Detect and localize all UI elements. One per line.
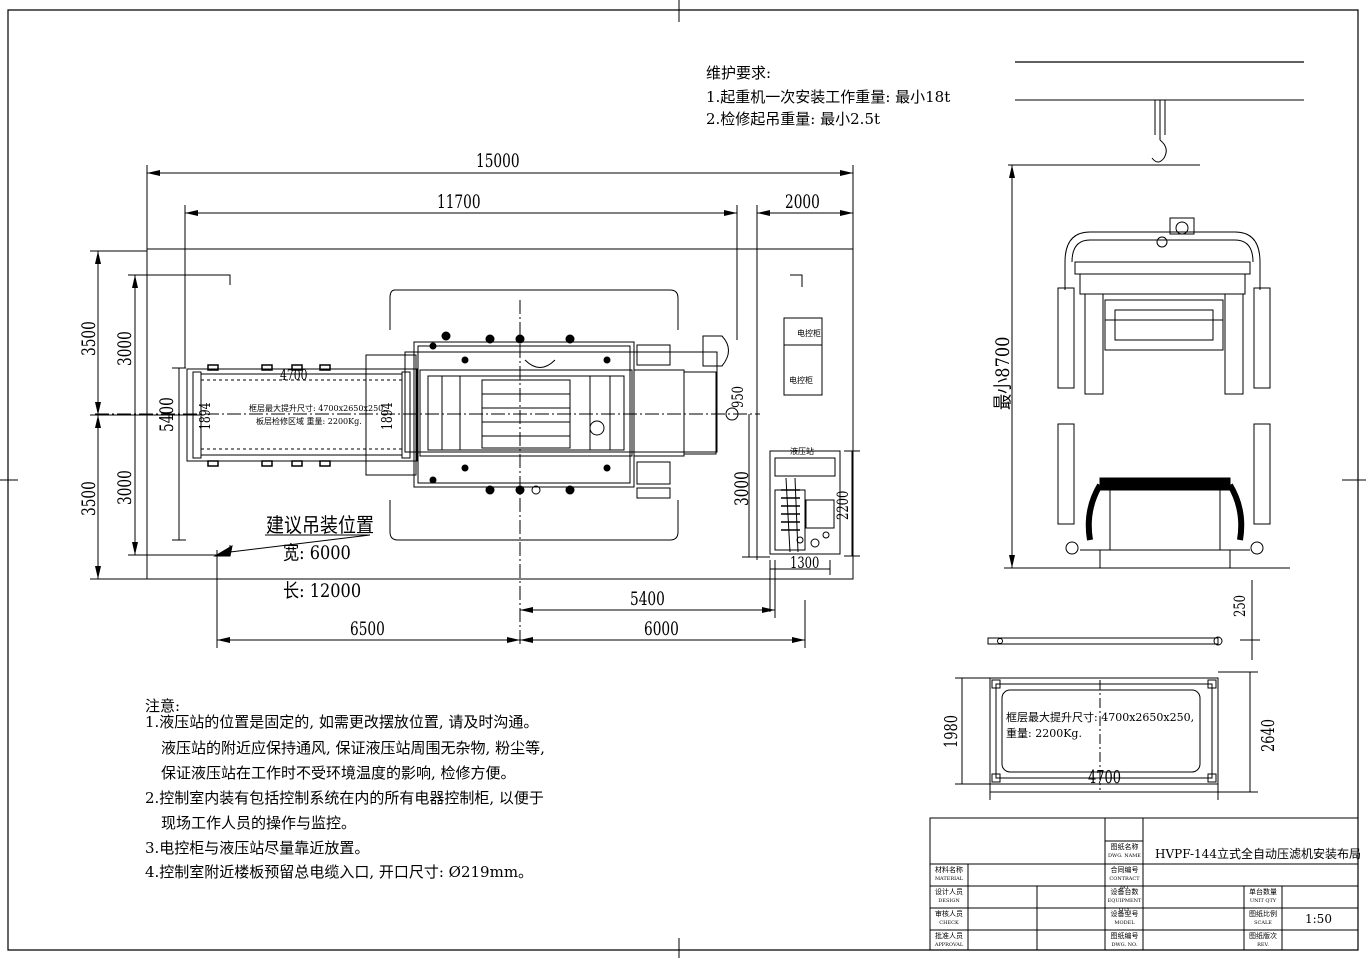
control-room-label: 电控柜 (789, 376, 813, 385)
maintenance-item-1: 1.起重机一次安装工作重量: 最小18t (706, 88, 951, 106)
notes-heading: 注意: (145, 697, 181, 715)
note-line-7: 4.控制室附近楼板预留总电缆入口, 开口尺寸: Ø219mm。 (145, 863, 534, 881)
dim-2000: 2000 (785, 191, 820, 213)
frame-detail (955, 672, 1258, 800)
dim-15000: 15000 (476, 150, 520, 172)
dim-3500-b: 3500 (78, 481, 100, 516)
side-elevation (988, 62, 1304, 660)
maintenance-heading: 维护要求: (706, 64, 772, 82)
plan-frame-area-label: 板层检修区域 重量: 2200Kg. (256, 417, 362, 426)
lifting-width: 宽: 6000 (283, 542, 351, 564)
frame-detail-line-2: 重量: 2200Kg. (1006, 727, 1082, 740)
dim-5400-h: 5400 (630, 588, 665, 610)
tb-scale-value: 1:50 (1305, 912, 1332, 926)
note-line-2: 液压站的附近应保持通风, 保证液压站周围无杂物, 粉尘等, (161, 739, 545, 757)
dim-6000: 6000 (644, 618, 679, 640)
control-cabinet-label: 电控柜 (797, 329, 821, 338)
dim-6500: 6500 (350, 618, 385, 640)
dim-3000-b: 3000 (114, 470, 136, 505)
note-line-6: 3.电控柜与液压站尽量靠近放置。 (145, 839, 370, 857)
lifting-title: 建议吊装位置 (266, 513, 374, 537)
dim-min-8700: 最小8700 (992, 336, 1014, 410)
maintenance-item-2: 2.检修起吊重量: 最小2.5t (706, 110, 881, 128)
dim-5400-v: 5400 (156, 397, 178, 432)
dim-4700-b: 4700 (1088, 767, 1121, 788)
dim-4700: 4700 (280, 366, 308, 384)
dim-1300: 1300 (790, 553, 820, 572)
plan-view (90, 165, 860, 648)
dim-950: 950 (728, 386, 747, 408)
plan-frame-lift-label: 框层最大提升尺寸: 4700x2650x250, (249, 404, 386, 413)
lifting-length: 长: 12000 (283, 580, 362, 602)
dim-2640: 2640 (1258, 719, 1279, 752)
note-line-3: 保证液压站在工作时不受环境温度的影响, 检修方便。 (161, 764, 516, 782)
dim-3000-a: 3000 (114, 331, 136, 366)
dim-11700: 11700 (437, 191, 481, 213)
tb-drawing-title: HVPF-144立式全自动压滤机安装布局 (1155, 847, 1361, 861)
dim-1980: 1980 (941, 715, 962, 748)
dim-250: 250 (1230, 595, 1249, 617)
note-line-1: 1.液压站的位置是固定的, 如需更改摆放位置, 请及时沟通。 (145, 713, 539, 731)
note-line-4: 2.控制室内装有包括控制系统在内的所有电器控制柜, 以便于 (145, 789, 544, 807)
frame-detail-line-1: 框层最大提升尺寸: 4700x2650x250, (1006, 711, 1195, 724)
dim-2200: 2200 (833, 490, 852, 520)
note-line-5: 现场工作人员的操作与监控。 (161, 814, 357, 832)
dim-3000-c: 3000 (731, 471, 753, 506)
hydraulic-station-label: 液压站 (790, 447, 814, 456)
dim-3500-a: 3500 (78, 321, 100, 356)
dim-1894-a: 1894 (196, 402, 214, 430)
title-block (930, 818, 1358, 950)
